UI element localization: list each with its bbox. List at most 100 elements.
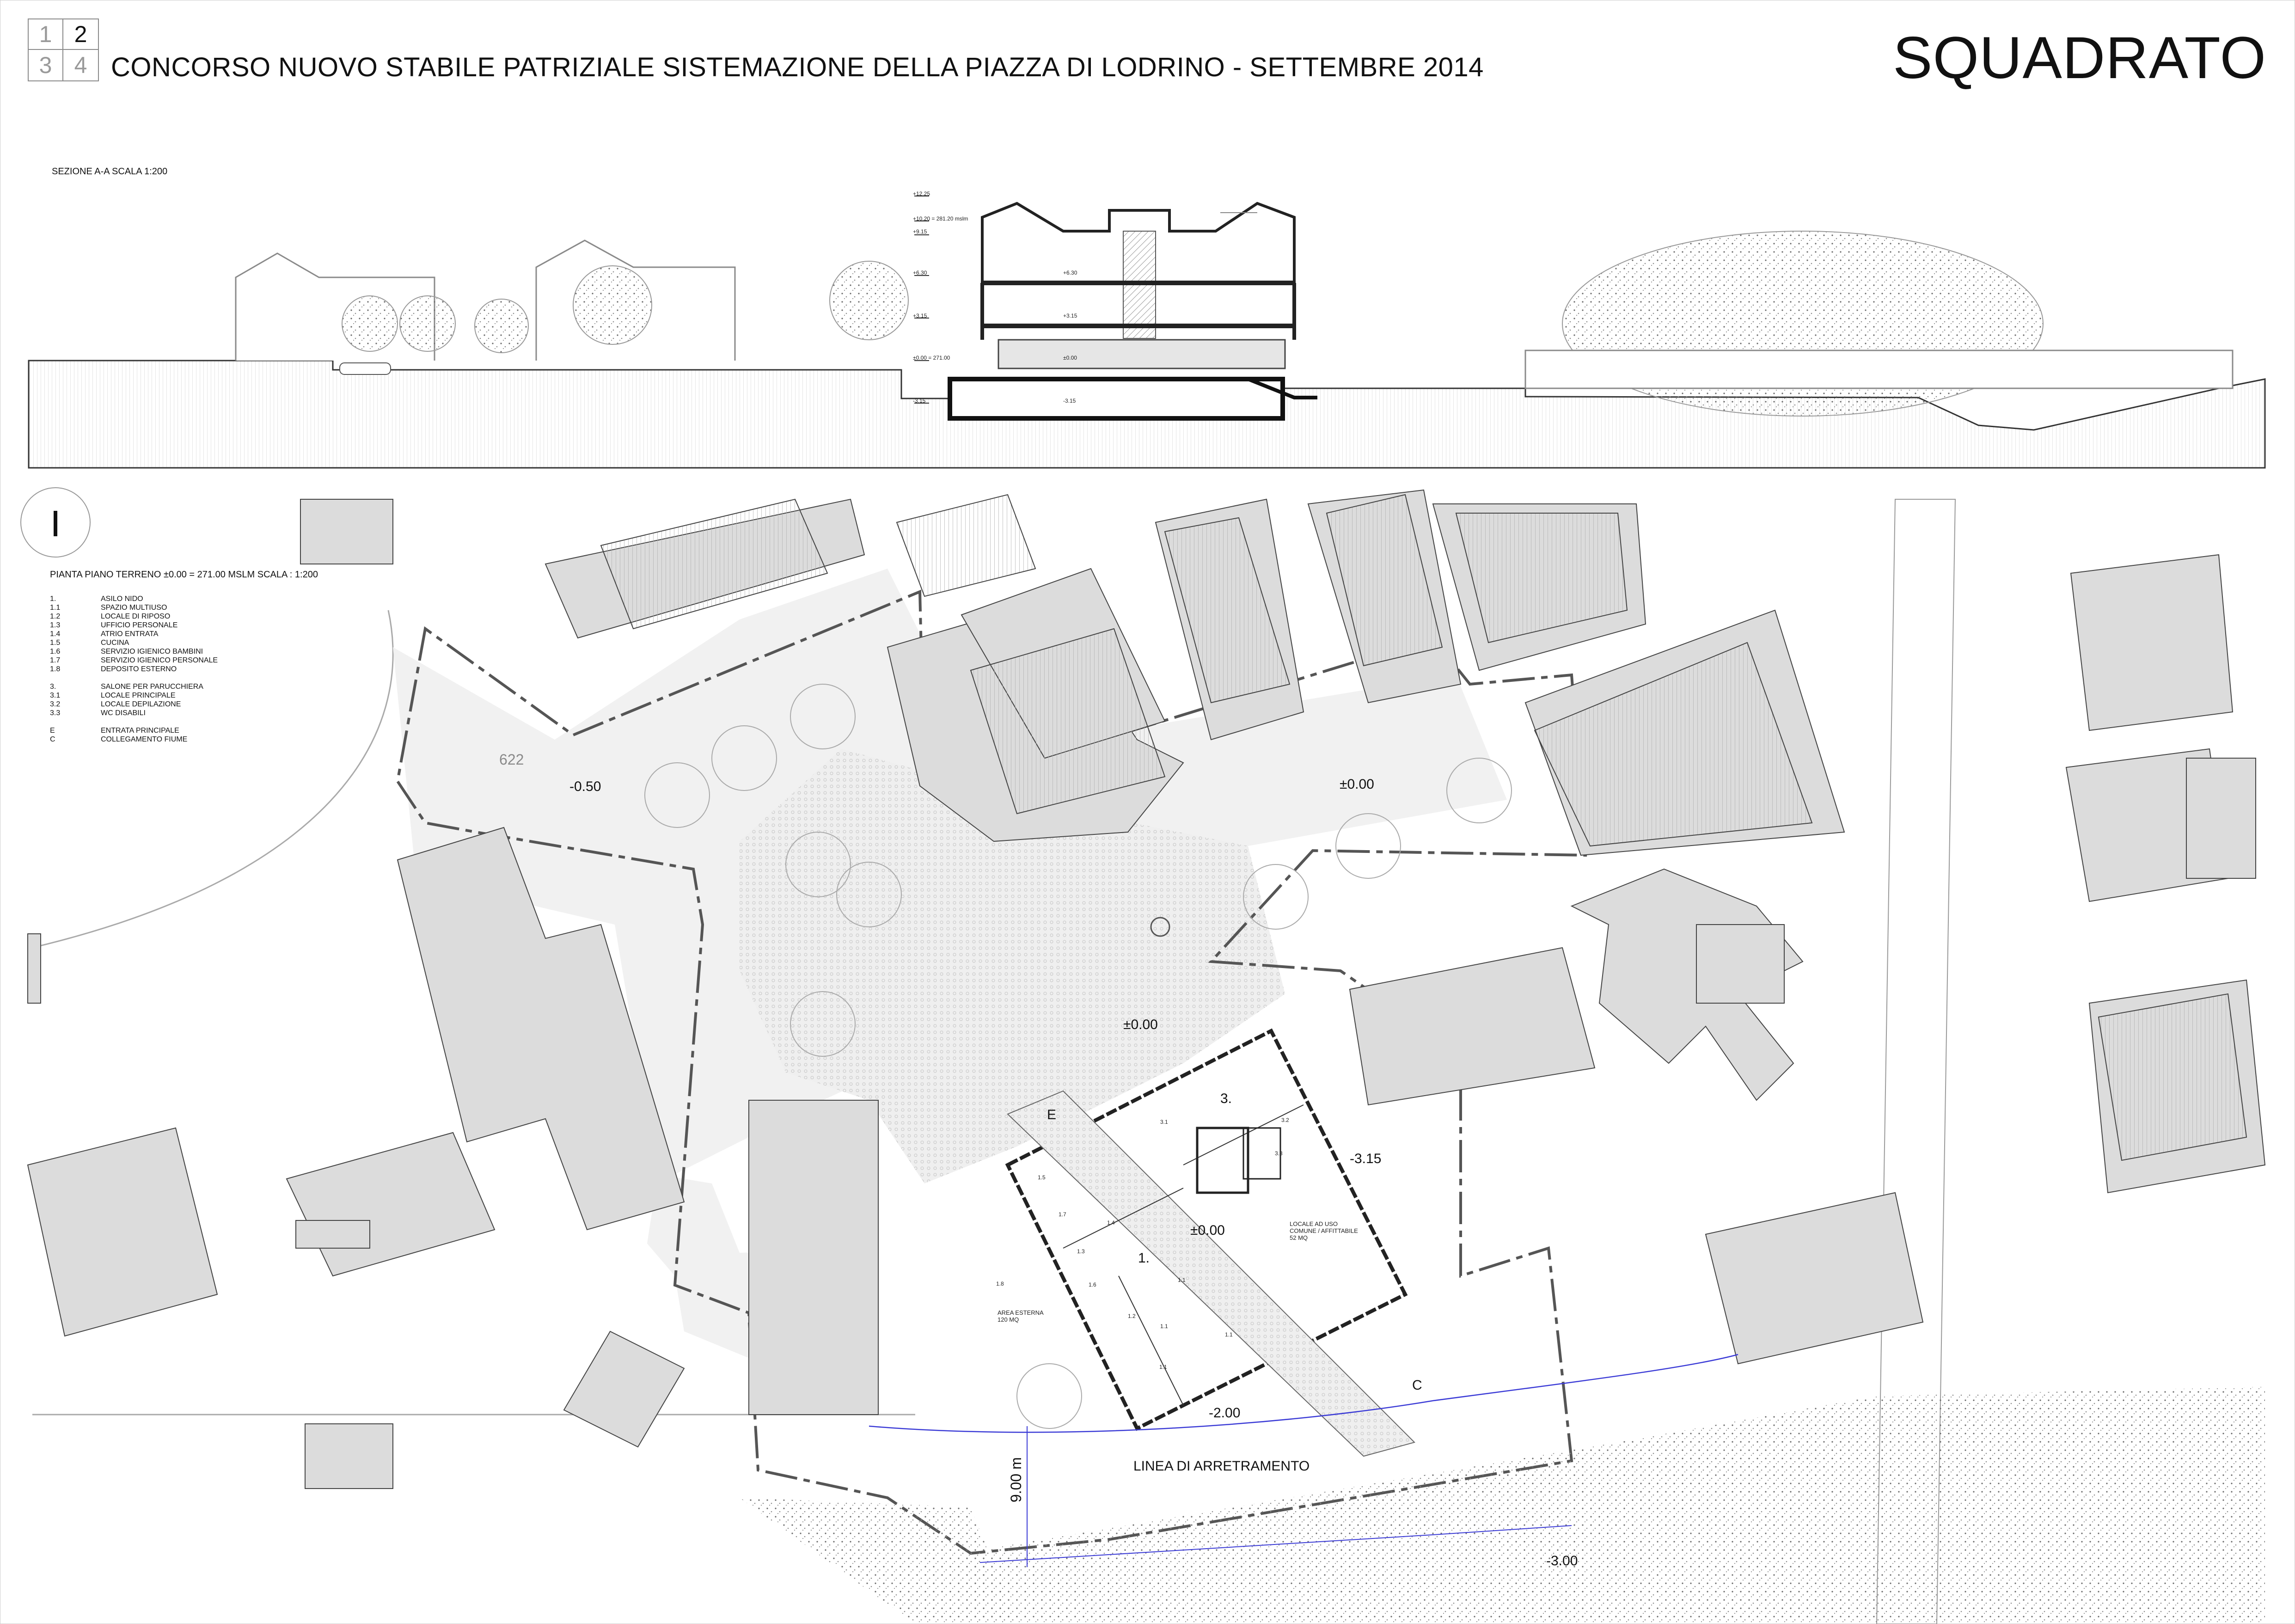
elevation-label: -3.15 (913, 398, 926, 404)
room-tag: 1.3 (1077, 1248, 1085, 1255)
pager-cell-4[interactable]: 4 (74, 52, 87, 78)
building (1696, 924, 1785, 1004)
roof (896, 494, 1036, 597)
cobble-paving (740, 749, 1285, 1183)
block-3-marker: 3. (1220, 1091, 1232, 1106)
roof (1455, 513, 1628, 643)
project-brand: SQUADRATO (1893, 25, 2266, 91)
section-building-right (1524, 349, 2234, 389)
tree (1335, 813, 1401, 879)
tree (711, 725, 777, 791)
tree (1446, 758, 1512, 823)
hatched-roofs (600, 494, 2247, 1161)
tree (1150, 917, 1170, 937)
section-tree (829, 261, 909, 340)
roof (1326, 494, 1443, 667)
roof (1164, 517, 1291, 704)
building (2186, 758, 2256, 879)
elevation-label: +9.15 (913, 228, 927, 235)
section-tree (474, 299, 529, 353)
section-tree (399, 295, 456, 352)
level-south: -2.00 (1209, 1405, 1241, 1421)
roof (1534, 642, 1813, 847)
tree (836, 862, 902, 927)
building (27, 1127, 218, 1337)
section-label: SEZIONE A-A SCALA 1:200 (52, 166, 168, 177)
legend-row: 3.SALONE PER PARUCCHIERA (50, 683, 203, 691)
tree (1016, 1363, 1082, 1429)
interior-level: -3.15 (1063, 398, 1076, 404)
room-tag: 1.1 (1159, 1364, 1167, 1370)
section-new-building (948, 202, 1317, 421)
setback-dimension: 9.00 m (1008, 1457, 1024, 1502)
block-1-marker: 1. (1138, 1250, 1150, 1266)
tree (790, 684, 856, 749)
level-lower-court: -3.15 (1350, 1151, 1382, 1166)
building (27, 933, 41, 1004)
room-tag: 1.1 (1178, 1277, 1186, 1283)
room-tag: 1.7 (1059, 1211, 1066, 1218)
building (300, 499, 393, 564)
building (295, 1220, 370, 1249)
rentable-room-note: LOCALE AD USO COMUNE / AFFITTABILE 52 MQ (1290, 1220, 1358, 1241)
room-tag: 3.2 (1281, 1117, 1289, 1123)
building (563, 1330, 685, 1448)
building (397, 827, 685, 1231)
roof (600, 498, 828, 630)
plan-trees (644, 684, 1512, 1429)
roof (970, 628, 1166, 815)
site-plan (20, 487, 2266, 1624)
entrance-marker: E (1047, 1107, 1057, 1122)
building (1705, 1192, 1924, 1365)
room-tag: 3.3 (1275, 1150, 1283, 1157)
section-drawing (28, 196, 2266, 469)
level-west: -0.50 (569, 779, 601, 794)
building (305, 1423, 393, 1489)
legend-row: 1.ASILO NIDO (50, 595, 143, 603)
plan-label: PIANTA PIANO TERRENO ±0.00 = 271.00 MSLM… (50, 570, 318, 580)
room-tag: 1.4 (1107, 1220, 1115, 1226)
section-house-left (235, 252, 435, 361)
section-tree (573, 265, 652, 345)
pager-cell-3[interactable]: 3 (29, 50, 63, 80)
room-tag: 1.8 (996, 1281, 1004, 1287)
pager-cell-1[interactable]: 1 (29, 19, 63, 50)
tree (790, 991, 856, 1057)
north-arrow (20, 487, 91, 558)
road-west-curve (32, 610, 394, 949)
building (1349, 947, 1596, 1106)
pager-cell-2[interactable]: 2 (63, 19, 98, 50)
room-tag: 1.1 (1225, 1331, 1233, 1338)
tree (785, 832, 851, 897)
interior-level: +3.15 (1063, 313, 1077, 319)
elevation-label: +6.30 (913, 270, 927, 276)
sheet-pager: 1 2 3 4 (28, 18, 99, 81)
tree (644, 762, 710, 828)
level-piazza: ±0.00 (1123, 1017, 1158, 1032)
room-tag: 3.1 (1160, 1119, 1168, 1125)
riparian-vegetation (740, 1498, 1017, 1624)
building (2070, 554, 2234, 731)
section-tree (342, 295, 398, 352)
elevation-label: +12.25 (913, 190, 930, 197)
room-tag: 1.5 (1038, 1174, 1046, 1181)
level-river: -3.00 (1546, 1553, 1578, 1569)
setback-line (869, 1354, 1738, 1433)
interior-level: +6.30 (1063, 270, 1077, 276)
room-tag: 1.2 (1128, 1313, 1136, 1319)
elevation-label: ±0.00 = 271.00 (913, 355, 950, 361)
room-tag: 1.6 (1089, 1281, 1096, 1288)
